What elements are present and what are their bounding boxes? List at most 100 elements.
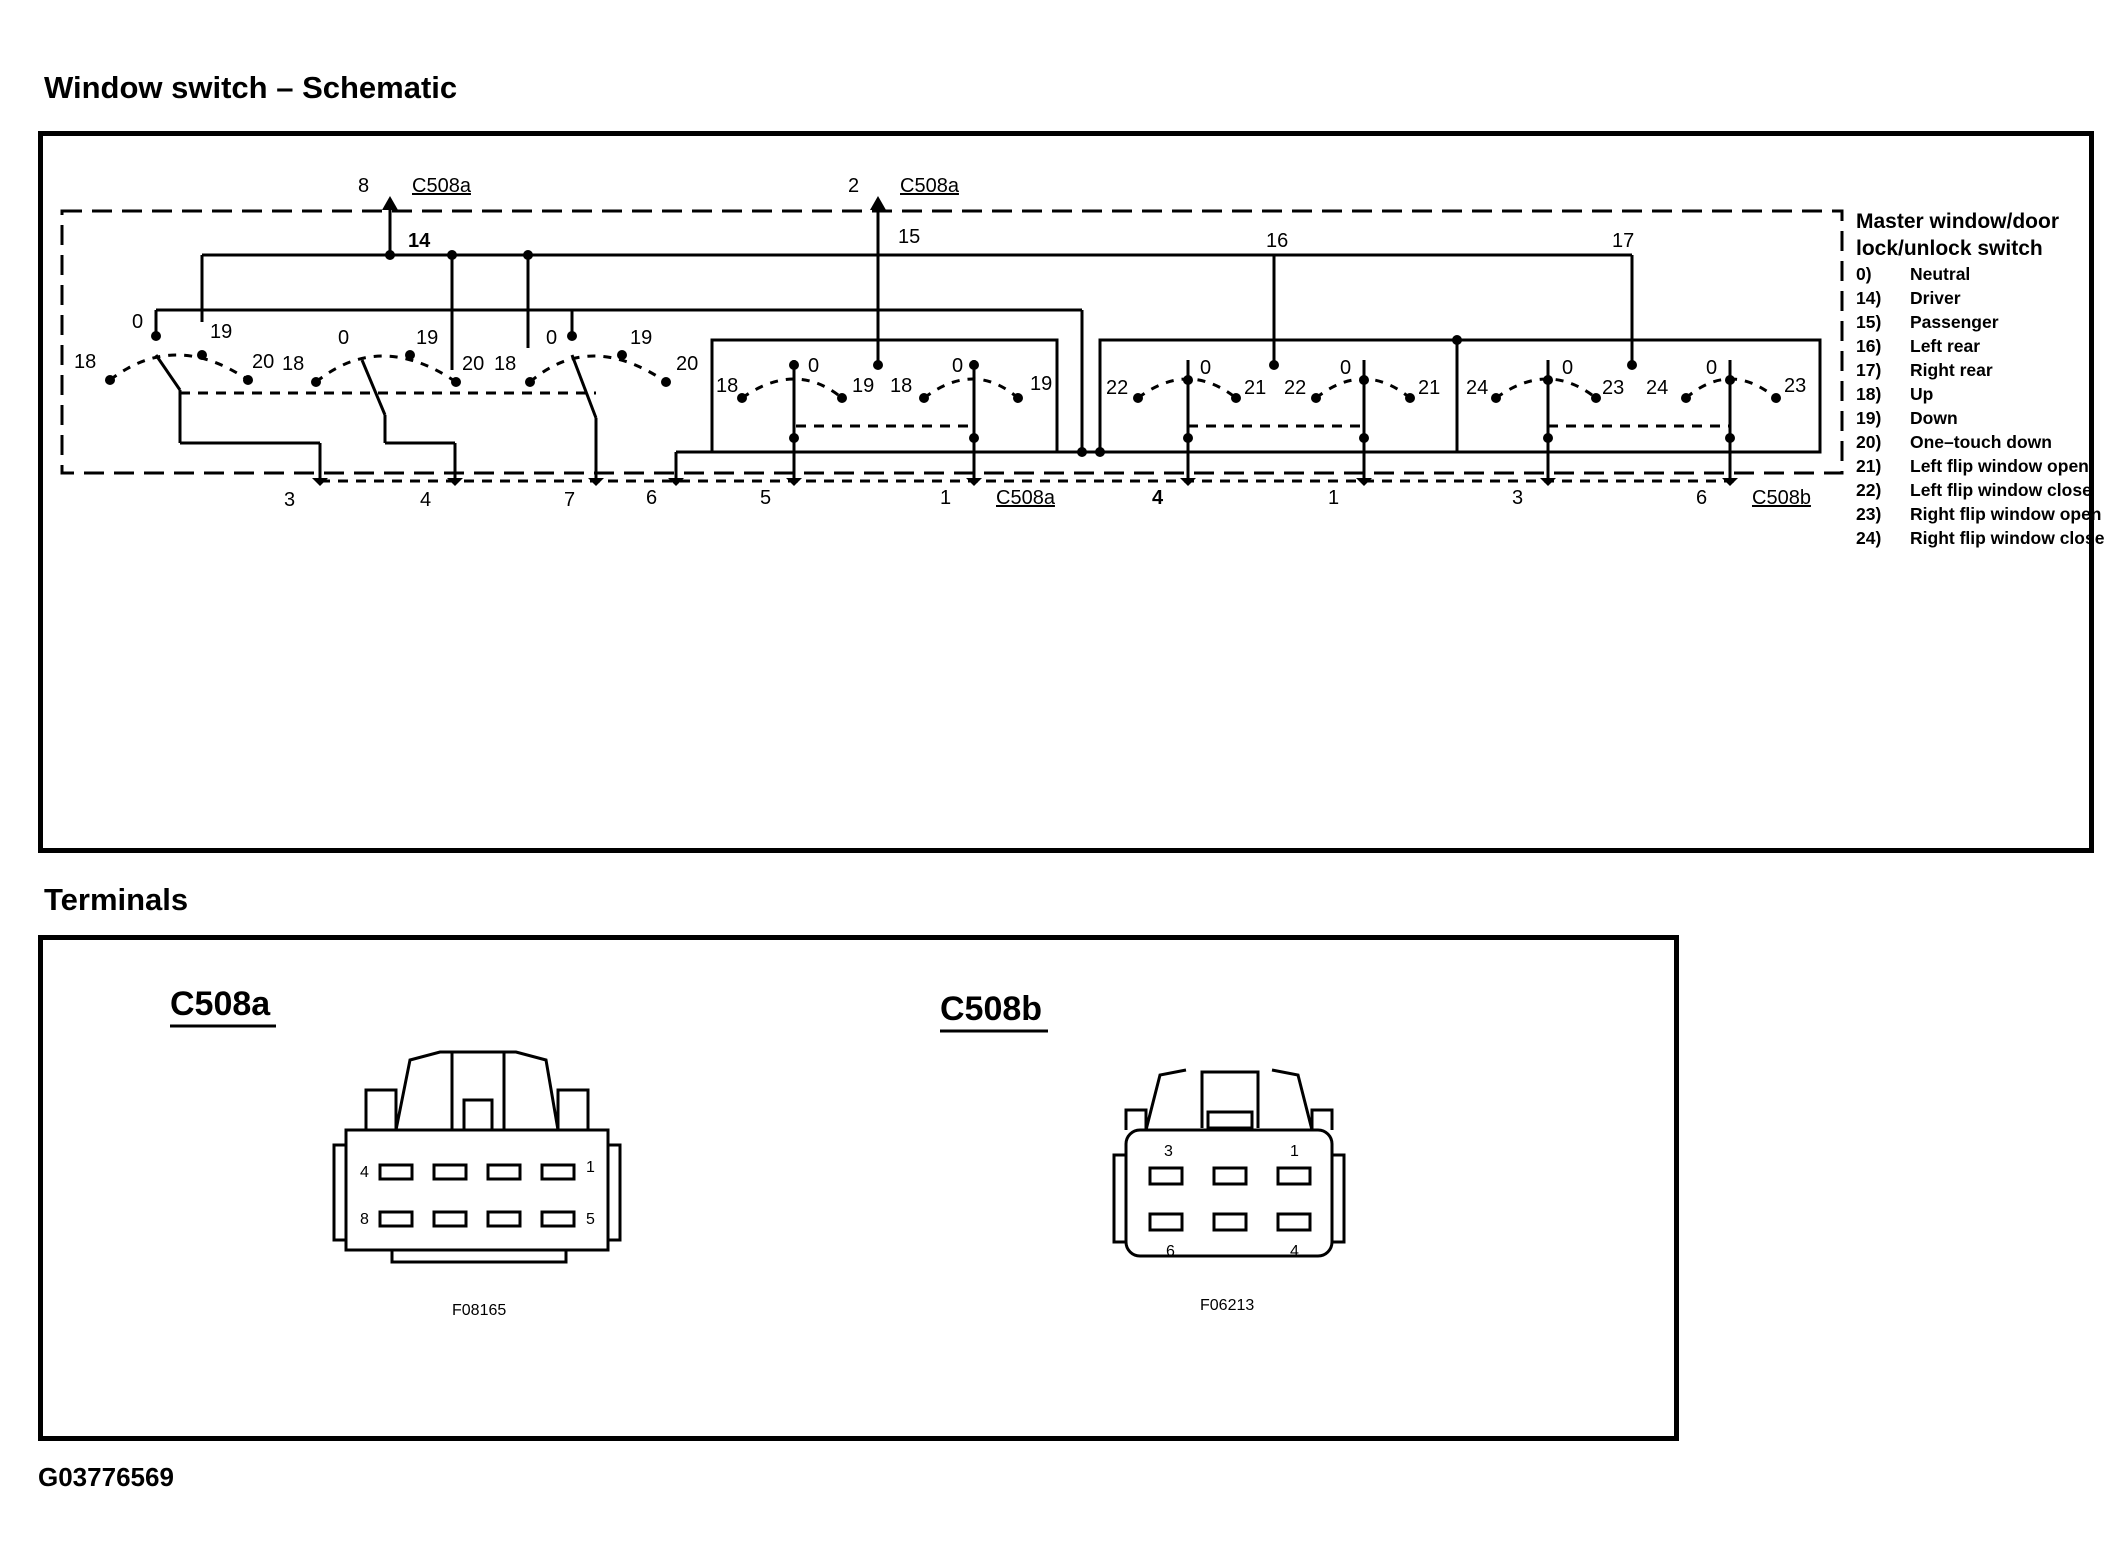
legend-code: 21)	[1856, 456, 1882, 476]
switch-arc	[923, 377, 1019, 400]
terminals-heading: Terminals	[44, 882, 189, 917]
switch-position-label: 0	[808, 355, 819, 377]
legend-title-line: Master window/door	[1856, 210, 2060, 233]
connector-hood	[1144, 1068, 1314, 1131]
terminal-cavity	[486, 1163, 522, 1181]
switch-position-label: 22	[1284, 377, 1306, 399]
legend-text: Right flip window open	[1910, 504, 2102, 524]
legend-title-line: lock/unlock switch	[1856, 237, 2043, 260]
terminal-cavity	[432, 1210, 468, 1228]
switch-arc	[741, 377, 843, 400]
connector-side-tab	[608, 1143, 622, 1242]
terminal-cavity	[486, 1210, 522, 1228]
connector-key-slot	[1206, 1110, 1254, 1130]
connector-c508a: C508a 4 1 8 5 F08165	[170, 985, 622, 1319]
switch-position-label: 23	[1602, 377, 1624, 399]
pin-arrows	[312, 196, 1738, 486]
connector-title: C508a	[170, 985, 271, 1023]
legend-text: Right flip window close	[1910, 528, 2105, 548]
switch-group-box	[710, 338, 1059, 454]
legend-text: One–touch down	[1910, 432, 2052, 452]
switch-position-label: 20	[676, 353, 698, 375]
bottom-pin-label: 6	[1696, 487, 1707, 509]
terminal-cavity	[1148, 1166, 1184, 1186]
bottom-pin-label: 7	[564, 489, 575, 511]
switch-position-label: 18	[494, 353, 516, 375]
legend-text: Up	[1910, 384, 1934, 404]
switch-module-outline	[60, 209, 1844, 475]
top-connector-label: C508a	[412, 175, 472, 197]
connector-part-code: F06213	[1200, 1297, 1254, 1314]
switch-arc	[109, 353, 249, 382]
legend-item: 17)Right rear	[1856, 358, 2116, 382]
switch-arc	[315, 354, 457, 384]
legend-item: 14) Driver	[1856, 286, 2116, 310]
junction-dots	[105, 250, 1781, 457]
top-pin-label: 8	[358, 175, 369, 197]
connector-side-tab	[1112, 1153, 1126, 1244]
switch-position-label: 0	[952, 355, 963, 377]
switch-group-box	[1098, 338, 1459, 454]
switch-position-label: 20	[462, 353, 484, 375]
switch-lever	[360, 359, 387, 416]
bottom-pin-label: 6	[646, 487, 657, 509]
connector-body	[344, 1128, 610, 1252]
legend-item: 23)Right flip window open	[1856, 502, 2116, 526]
switch-position-label: 0	[338, 327, 349, 349]
legend-code: 16)	[1856, 336, 1882, 356]
figure-id: G03776569	[38, 1462, 174, 1492]
switch-position-label: 20	[252, 351, 274, 373]
terminal-pin-number: 5	[586, 1211, 595, 1228]
terminal-cavity	[1276, 1212, 1312, 1232]
legend-text: Down	[1910, 408, 1958, 428]
legend-code: 15)	[1856, 312, 1882, 332]
switch-group-box	[1455, 338, 1822, 454]
legend-code: 19)	[1856, 408, 1882, 428]
switch-position-label: 22	[1106, 377, 1128, 399]
legend-text: Left rear	[1910, 336, 1981, 356]
legend-text: Driver	[1910, 288, 1961, 308]
terminal-cavity	[1148, 1212, 1184, 1232]
legend-code: 17)	[1856, 360, 1882, 380]
connector-side-tab	[332, 1143, 346, 1242]
legend-item: 15)Passenger	[1856, 310, 2116, 334]
bottom-pin-label: 3	[1512, 487, 1523, 509]
connector-key	[450, 1050, 506, 1132]
top-pin-label: 2	[848, 175, 859, 197]
switch-position-label: 18	[890, 375, 912, 397]
connector-side-tab	[1332, 1153, 1346, 1244]
legend-item: 18)Up	[1856, 382, 2116, 406]
terminal-cavity	[432, 1163, 468, 1181]
switch-position-label: 23	[1784, 375, 1806, 397]
switch-position-label: 21	[1418, 377, 1440, 399]
legend-code: 14)	[1856, 288, 1882, 308]
terminal-cavity	[378, 1210, 414, 1228]
connector-hood	[394, 1050, 560, 1131]
switch-position-label: 19	[852, 375, 874, 397]
switch-position-label: 18	[716, 375, 738, 397]
legend-item: 21) Left flip window open	[1856, 454, 2116, 478]
connector-latch	[364, 1088, 590, 1130]
connector-c508b: C508b 3 1 6 4 F06213	[940, 990, 1346, 1314]
connector-key-slot	[462, 1098, 494, 1132]
switch-position-label: 19	[210, 321, 232, 343]
legend-text: Neutral	[1910, 264, 1971, 284]
legend-item: 20)One–touch down	[1856, 430, 2116, 454]
switch-position-label: 0	[1562, 357, 1573, 379]
switch-position-label: 18	[74, 351, 96, 373]
bottom-pin-label: 5	[760, 487, 771, 509]
switch-position-label: 21	[1244, 377, 1266, 399]
switch-arc	[529, 354, 667, 384]
terminal-pin-number: 4	[360, 1164, 369, 1181]
switch-position-label: 0	[1706, 357, 1717, 379]
connector-body	[1124, 1128, 1334, 1258]
bottom-pin-label: 1	[1328, 487, 1339, 509]
terminal-cavity	[1276, 1166, 1312, 1186]
switch-position-label: 19	[630, 327, 652, 349]
legend-item: 16) Left rear	[1856, 334, 2116, 358]
legend-item: 19) Down	[1856, 406, 2116, 430]
legend-text: Left flip window open	[1910, 456, 2089, 476]
switch-lever	[154, 354, 182, 391]
top-connector-label: C508a	[900, 175, 960, 197]
